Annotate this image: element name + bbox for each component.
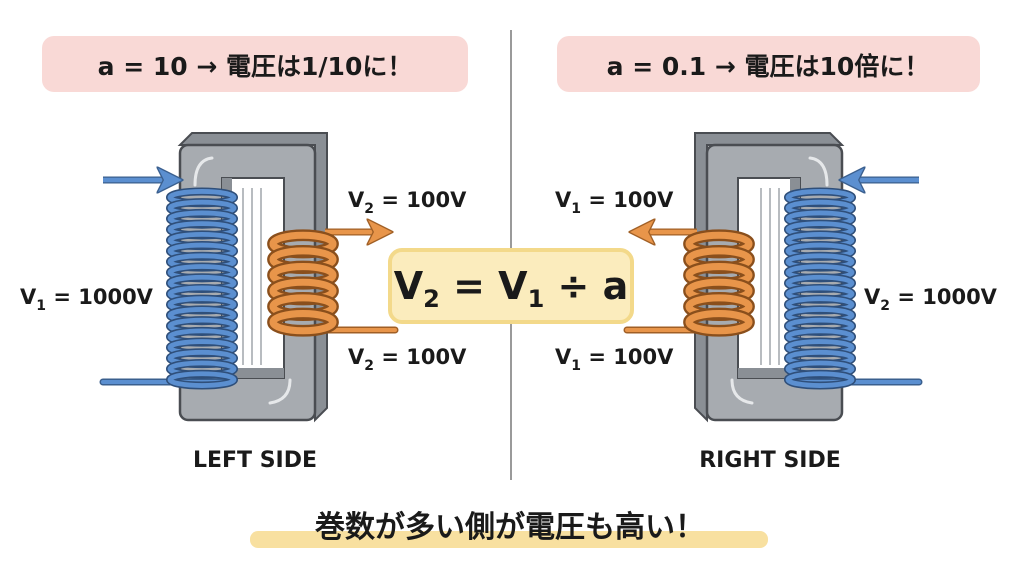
- core-highlight: [808, 156, 829, 187]
- formula-text: V2 = V1 ÷ a: [394, 264, 629, 313]
- orange-coil: [267, 229, 339, 337]
- right-banner-text: a = 0.1 → 電圧は10倍に！: [607, 52, 930, 81]
- coil-turn: [167, 371, 237, 388]
- left-secondary-voltage-top: V2 = 100V: [348, 188, 467, 217]
- right-primary-voltage-bottom: V1 = 100V: [555, 345, 674, 374]
- right-secondary-voltage: V2 = 1000V: [864, 285, 998, 314]
- left-banner: [42, 36, 468, 92]
- coil-turn: [785, 371, 855, 388]
- right-banner: [557, 36, 980, 92]
- blue-coil: [783, 187, 857, 390]
- left-primary-voltage: V1 = 1000V: [20, 285, 154, 314]
- footer-highlight: [250, 531, 768, 548]
- core-highlight: [730, 378, 754, 405]
- orange-coil: [683, 229, 755, 337]
- coil-turn: [269, 310, 337, 335]
- right-transformer: [623, 132, 923, 423]
- right-side-caption: RIGHT SIDE: [699, 448, 841, 473]
- footer-text: 巻数が多い側が電圧も高い！: [314, 510, 705, 545]
- coil-turn: [685, 310, 753, 335]
- right-primary-voltage-top: V1 = 100V: [555, 188, 674, 217]
- left-banner-text: a = 10 → 電圧は1/10に！: [98, 52, 413, 81]
- blue-coil: [165, 187, 239, 390]
- core-depth: [694, 132, 845, 423]
- left-transformer: [99, 132, 399, 423]
- formula-box: [388, 248, 634, 324]
- core-depth: [177, 132, 328, 423]
- core-highlight: [193, 156, 214, 187]
- left-secondary-voltage-bottom: V2 = 100V: [348, 345, 467, 374]
- core-highlight: [268, 378, 292, 405]
- left-side-caption: LEFT SIDE: [193, 448, 317, 473]
